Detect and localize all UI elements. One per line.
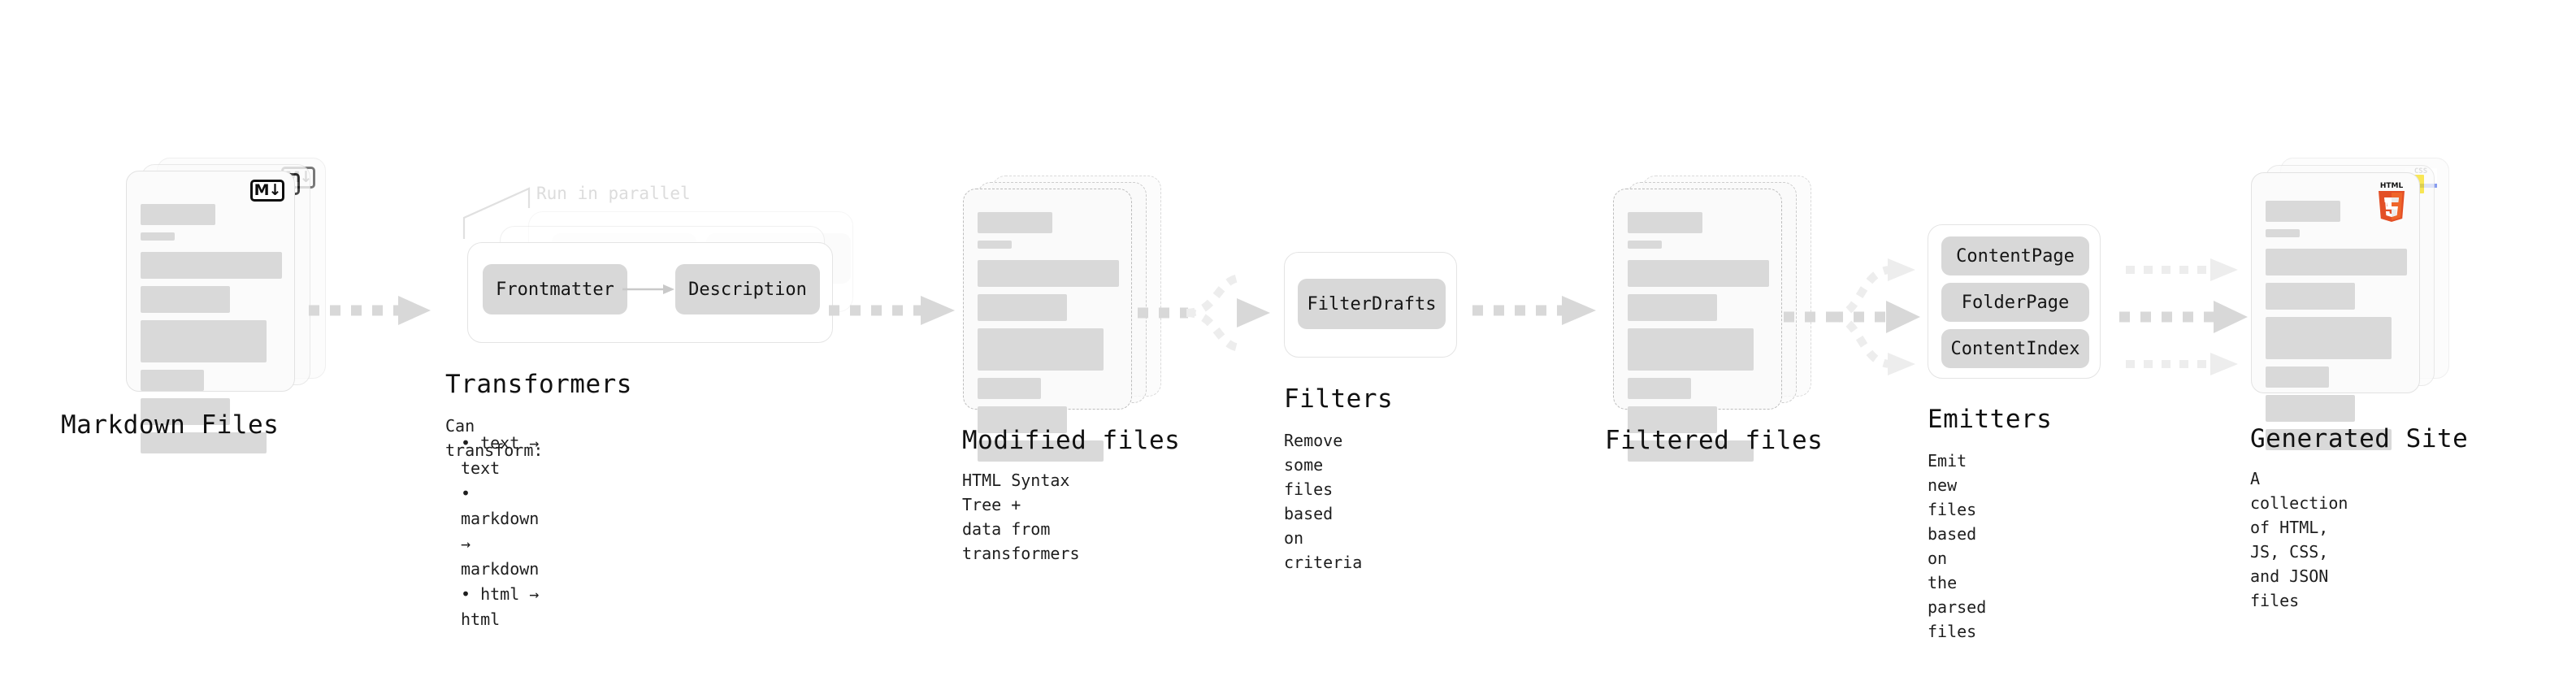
- transformers-bullet-list: • text → text • markdown → markdown • ht…: [461, 431, 539, 632]
- chip-label: FilterDrafts: [1307, 293, 1437, 314]
- file-skeleton-lines: [1628, 212, 1769, 469]
- transformers-bullet-2: • html → html: [461, 584, 540, 629]
- markdown-file-card-front: M↓: [126, 171, 295, 453]
- chip-label: ContentIndex: [1950, 338, 2080, 359]
- emitter-chip-folderpage[interactable]: FolderPage: [1941, 283, 2089, 322]
- transformers-bullet-0: • text → text: [461, 433, 540, 478]
- html5-logo-icon: HTML: [2379, 182, 2405, 222]
- generated-file-card-front-html: HTML: [2251, 172, 2420, 450]
- emitter-chip-contentindex[interactable]: ContentIndex: [1941, 329, 2089, 368]
- skeleton-bar: [1628, 440, 1754, 462]
- chip-label: Description: [688, 279, 807, 300]
- emitters-panel: ContentPage FolderPage ContentIndex: [1928, 224, 2101, 379]
- skeleton-bar: [2266, 201, 2340, 222]
- stage-label-generated-site: Generated Site: [2250, 424, 2469, 453]
- skeleton-bar: [141, 320, 267, 362]
- arrow-filters-to-filtered: [1472, 296, 1596, 325]
- run-in-parallel-label: Run in parallel: [536, 184, 691, 203]
- transformer-chip-frontmatter[interactable]: Frontmatter: [483, 264, 627, 314]
- stage-label-transformers: Transformers: [445, 370, 632, 399]
- skeleton-bar: [141, 398, 230, 425]
- skeleton-bar: [2266, 283, 2355, 310]
- skeleton-bar: [978, 378, 1041, 399]
- generated-site-subtitle: A collection of HTML, JS, CSS, and JSON …: [2250, 469, 2348, 610]
- skeleton-bar: [1628, 294, 1717, 321]
- skeleton-bar: [2266, 395, 2355, 422]
- arrow-markdown-to-transformers: [309, 296, 431, 325]
- stage-label-emitters: Emitters: [1928, 405, 2053, 434]
- skeleton-bar: [978, 241, 1012, 249]
- emitters-subtitle: Emit new files based on the parsed files: [1928, 451, 1987, 641]
- emitter-chip-contentpage[interactable]: ContentPage: [1941, 236, 2089, 275]
- stage-label-filtered-files: Filtered files: [1605, 426, 1824, 455]
- skeleton-bar: [1628, 378, 1691, 399]
- filtered-file-card-front: [1613, 189, 1782, 462]
- skeleton-bar: [2266, 367, 2329, 388]
- skeleton-bar: [141, 232, 175, 241]
- skeleton-bar: [1628, 260, 1769, 287]
- filters-subtitle: Remove some files based on criteria: [1284, 431, 1363, 572]
- skeleton-bar: [1628, 212, 1702, 233]
- filters-panel: FilterDrafts: [1284, 252, 1457, 358]
- transformers-subtitle: Can transform:: [445, 416, 544, 460]
- skeleton-bar: [978, 212, 1052, 233]
- filter-chip-filterdrafts[interactable]: FilterDrafts: [1298, 279, 1446, 329]
- stage-label-modified-files: Modified files: [962, 426, 1181, 455]
- skeleton-bar: [2266, 429, 2392, 450]
- skeleton-bar: [141, 252, 282, 279]
- skeleton-bar: [2266, 249, 2407, 275]
- file-skeleton-lines: [2266, 201, 2407, 458]
- modified-file-card-front: [963, 189, 1132, 462]
- skeleton-bar: [141, 286, 230, 313]
- stage-label-markdown-files: Markdown Files: [61, 410, 280, 440]
- chip-label: Frontmatter: [496, 279, 614, 300]
- skeleton-bar: [978, 406, 1067, 433]
- chip-label: FolderPage: [1961, 292, 2070, 313]
- skeleton-bar: [978, 328, 1104, 371]
- file-skeleton-lines: [978, 212, 1119, 469]
- skeleton-bar: [978, 260, 1119, 287]
- svg-text:HTML: HTML: [2380, 182, 2404, 190]
- skeleton-bar: [141, 370, 204, 391]
- chip-label: ContentPage: [1956, 245, 2075, 267]
- skeleton-bar: [141, 432, 267, 453]
- skeleton-bar: [1628, 241, 1662, 249]
- skeleton-bar: [2266, 229, 2300, 237]
- skeleton-bar: [141, 204, 215, 225]
- skeleton-bar: [2266, 317, 2392, 359]
- transformer-panel-front: Frontmatter Description: [467, 242, 833, 343]
- skeleton-bar: [1628, 328, 1754, 371]
- arrow-emitters-to-site: [2119, 258, 2248, 375]
- modified-files-subtitle: HTML Syntax Tree + data from transformer…: [962, 471, 1080, 563]
- skeleton-bar: [978, 440, 1104, 462]
- skeleton-bar: [1628, 406, 1717, 433]
- file-skeleton-lines: [141, 204, 282, 461]
- markdown-logo-icon: M↓: [250, 180, 284, 202]
- transformer-chip-description[interactable]: Description: [675, 264, 820, 314]
- transformers-bullet-1: • markdown → markdown: [461, 484, 540, 579]
- skeleton-bar: [978, 294, 1067, 321]
- stage-label-filters: Filters: [1284, 384, 1394, 414]
